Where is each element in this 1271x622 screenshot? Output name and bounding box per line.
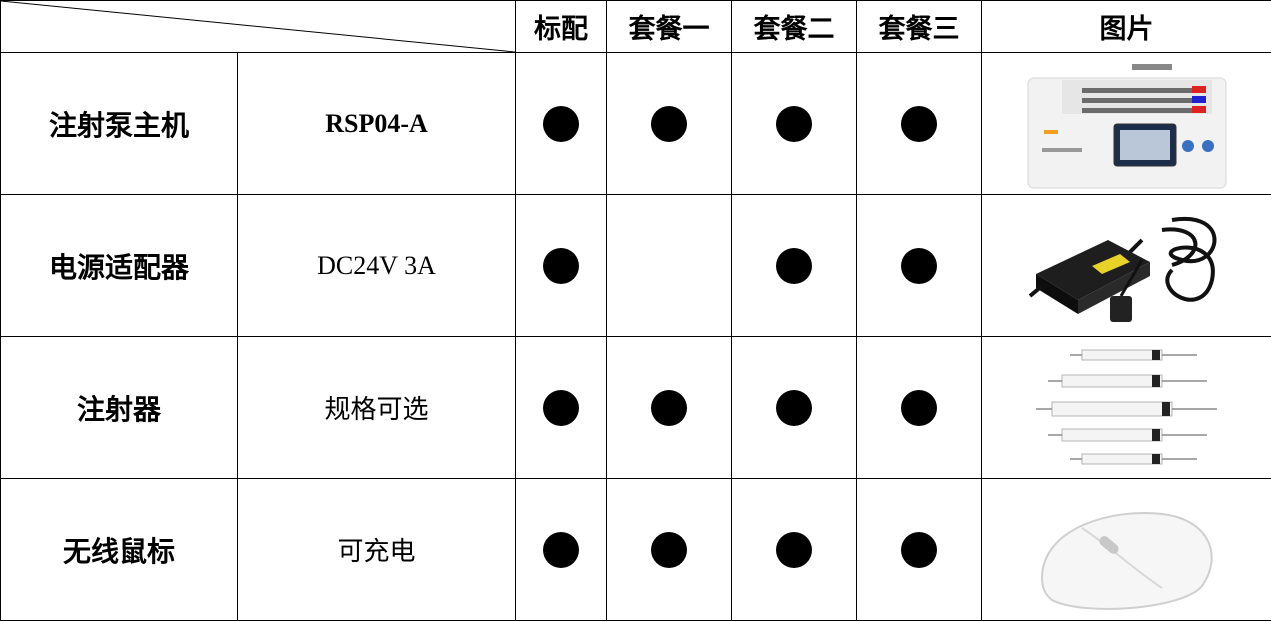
item-name: 注射器 [0, 336, 238, 479]
table-row: 注射泵主机 RSP04-A [0, 52, 1271, 195]
filled-circle-icon [901, 247, 937, 284]
diagonal-line [1, 1, 515, 52]
syringes-photo-icon [1035, 349, 1217, 464]
mark-cell [856, 478, 982, 621]
mark-cell [731, 336, 857, 479]
filled-circle-icon [901, 389, 937, 426]
mark-cell [856, 336, 982, 479]
filled-circle-icon [776, 247, 812, 284]
header-package-1: 套餐一 [606, 0, 732, 53]
table-row: 无线鼠标 可充电 [0, 478, 1271, 621]
header-standard: 标配 [515, 0, 607, 53]
filled-circle-icon [543, 247, 579, 284]
item-spec: 可充电 [237, 478, 516, 621]
header-package-2: 套餐二 [731, 0, 857, 53]
filled-circle-icon [651, 531, 687, 568]
header-row: 标配 套餐一 套餐二 套餐三 图片 [0, 0, 1271, 53]
filled-circle-icon [776, 389, 812, 426]
filled-circle-icon [543, 389, 579, 426]
table-row: 电源适配器 DC24V 3A [0, 194, 1271, 337]
filled-circle-icon [901, 105, 937, 142]
picture-cell [981, 478, 1271, 621]
syringe-pump-photo-icon [1027, 63, 1226, 188]
picture-cell [981, 194, 1271, 337]
mark-cell [515, 336, 607, 479]
header-picture: 图片 [981, 0, 1271, 53]
mark-cell [856, 52, 982, 195]
filled-circle-icon [543, 531, 579, 568]
item-name: 电源适配器 [0, 194, 238, 337]
item-name: 注射泵主机 [0, 52, 238, 195]
item-name: 无线鼠标 [0, 478, 238, 621]
filled-circle-icon [543, 105, 579, 142]
item-spec: RSP04-A [237, 52, 516, 195]
power-adapter-photo-icon [1028, 216, 1216, 322]
mark-cell [856, 194, 982, 337]
filled-circle-icon [651, 389, 687, 426]
table-row: 注射器 规格可选 [0, 336, 1271, 479]
header-package-3: 套餐三 [856, 0, 982, 53]
mark-cell [606, 336, 732, 479]
filled-circle-icon [776, 105, 812, 142]
diagonal-corner-cell [0, 0, 516, 53]
filled-circle-icon [776, 531, 812, 568]
mark-cell [731, 194, 857, 337]
filled-circle-icon [651, 105, 687, 142]
picture-cell [981, 52, 1271, 195]
mark-cell [515, 478, 607, 621]
picture-cell [981, 336, 1271, 479]
item-spec: 规格可选 [237, 336, 516, 479]
mark-cell [606, 478, 732, 621]
mark-cell [606, 194, 732, 337]
mark-cell [515, 52, 607, 195]
wireless-mouse-photo-icon [1040, 511, 1213, 610]
mark-cell [731, 478, 857, 621]
mark-cell [606, 52, 732, 195]
mark-cell [515, 194, 607, 337]
filled-circle-icon [901, 531, 937, 568]
item-spec: DC24V 3A [237, 194, 516, 337]
mark-cell [731, 52, 857, 195]
